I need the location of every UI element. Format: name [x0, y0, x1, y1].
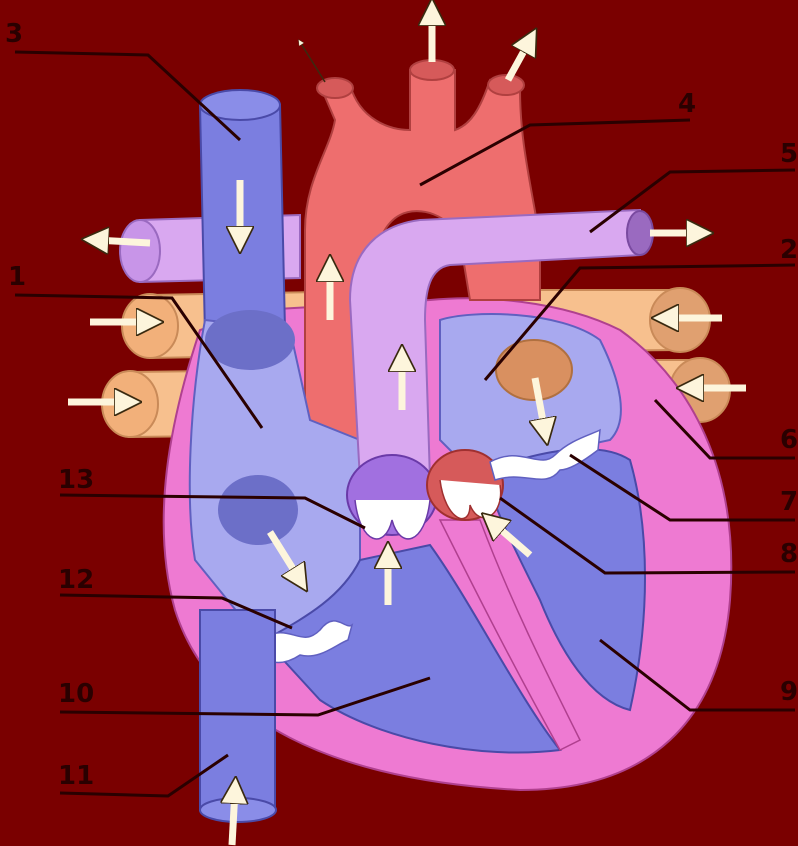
ivc-opening [218, 475, 298, 545]
label-3: 3 [5, 19, 23, 49]
label-7: 7 [780, 487, 798, 517]
label-1: 1 [8, 262, 26, 292]
label-11: 11 [58, 761, 94, 791]
label-6: 6 [780, 425, 798, 455]
label-13: 13 [58, 465, 94, 495]
label-9: 9 [780, 677, 798, 707]
label-5: 5 [780, 139, 798, 169]
label-4: 4 [678, 89, 696, 119]
svc-opening [205, 310, 295, 370]
label-2: 2 [780, 235, 798, 265]
label-12: 12 [58, 565, 94, 595]
label-8: 8 [780, 539, 798, 569]
label-10: 10 [58, 679, 94, 709]
